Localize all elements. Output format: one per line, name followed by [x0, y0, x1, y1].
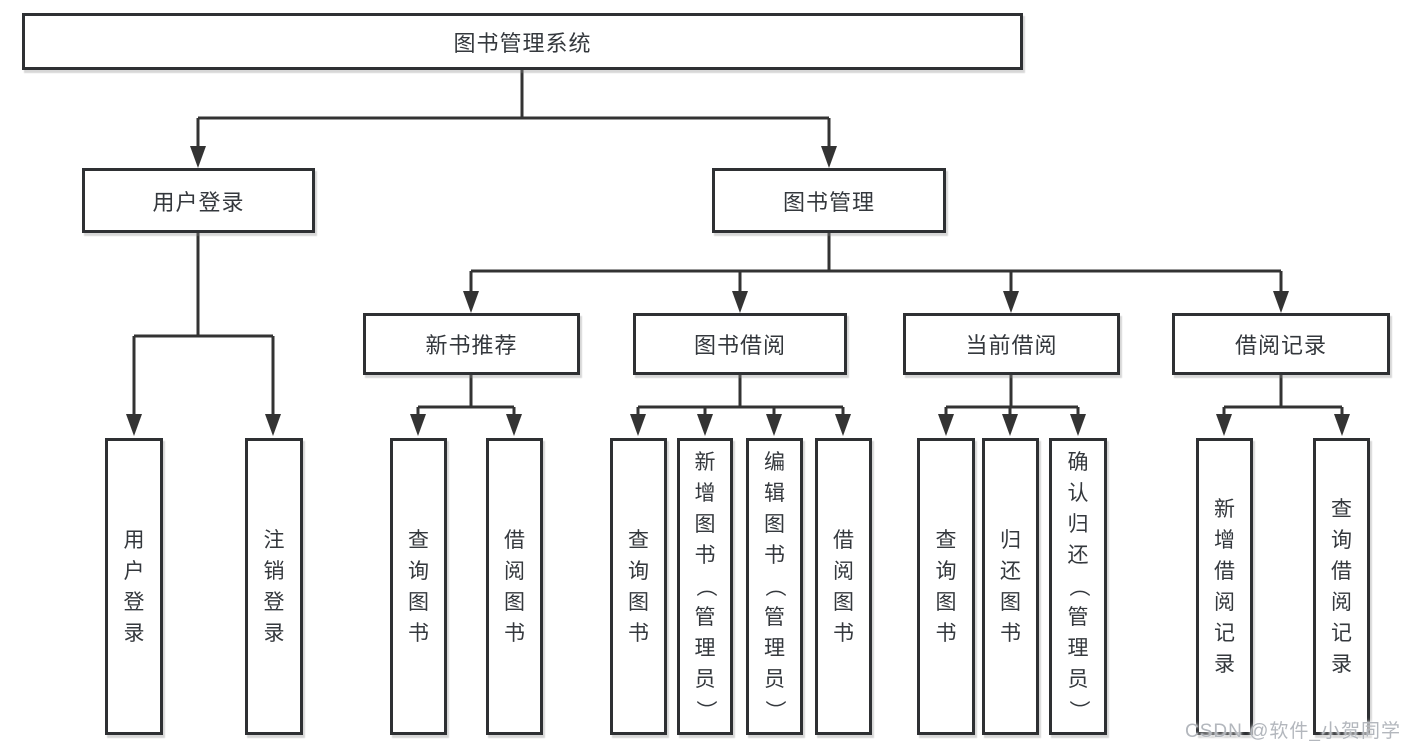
node-leaf-bb-edit-books: 编辑图书（管理员）: [746, 438, 803, 735]
node-leaf-rec-borrow-books-label: 借阅图书: [504, 528, 525, 645]
node-root: 图书管理系统: [22, 13, 1023, 70]
csdn-watermark: CSDN @软件_小贺同学: [1185, 721, 1401, 742]
node-leaf-user-login-label: 用户登录: [123, 528, 145, 645]
node-leaf-br-add-record-label: 新增借阅记录: [1214, 497, 1235, 676]
node-book-mgmt: 图书管理: [712, 168, 946, 233]
node-leaf-cb-confirm-return: 确认归还（管理员）: [1049, 438, 1107, 735]
node-leaf-bb-edit-books-label: 编辑图书（管理员）: [763, 451, 786, 721]
node-leaf-logout-label: 注销登录: [263, 528, 285, 645]
node-user-login-label: 用户登录: [152, 189, 245, 215]
node-user-login: 用户登录: [82, 168, 315, 233]
node-leaf-cb-return-books: 归还图书: [982, 438, 1039, 735]
node-book-borrow-label: 图书借阅: [693, 333, 786, 358]
node-new-book-rec-label: 新书推荐: [425, 333, 518, 358]
node-leaf-br-query-record: 查询借阅记录: [1313, 438, 1370, 735]
node-book-borrow: 图书借阅: [633, 313, 847, 375]
node-leaf-bb-query-books-label: 查询图书: [628, 528, 649, 645]
node-leaf-bb-add-books-label: 新增图书（管理员）: [693, 451, 717, 721]
node-leaf-bb-add-books: 新增图书（管理员）: [677, 438, 733, 735]
node-leaf-cb-query-books-label: 查询图书: [935, 528, 957, 645]
node-leaf-bb-query-books: 查询图书: [610, 438, 667, 735]
node-current-borrow-label: 当前借阅: [965, 333, 1058, 358]
node-leaf-br-query-record-label: 查询借阅记录: [1331, 497, 1352, 676]
node-borrow-records: 借阅记录: [1172, 313, 1390, 375]
node-borrow-records-label: 借阅记录: [1234, 333, 1327, 358]
node-leaf-rec-query-books: 查询图书: [390, 438, 447, 735]
node-book-mgmt-label: 图书管理: [782, 189, 875, 215]
node-leaf-cb-return-books-label: 归还图书: [1000, 528, 1021, 645]
node-leaf-bb-borrow-books-label: 借阅图书: [833, 528, 854, 645]
node-leaf-cb-confirm-return-label: 确认归还（管理员）: [1066, 451, 1090, 721]
node-current-borrow: 当前借阅: [903, 313, 1120, 375]
node-leaf-cb-query-books: 查询图书: [917, 438, 975, 735]
node-leaf-rec-borrow-books: 借阅图书: [486, 438, 543, 735]
node-leaf-bb-borrow-books: 借阅图书: [815, 438, 872, 735]
node-leaf-rec-query-books-label: 查询图书: [408, 528, 429, 645]
node-leaf-logout: 注销登录: [245, 438, 303, 735]
node-leaf-br-add-record: 新增借阅记录: [1196, 438, 1253, 735]
node-new-book-rec: 新书推荐: [363, 313, 580, 375]
node-root-label: 图书管理系统: [453, 30, 592, 56]
node-leaf-user-login: 用户登录: [105, 438, 163, 735]
